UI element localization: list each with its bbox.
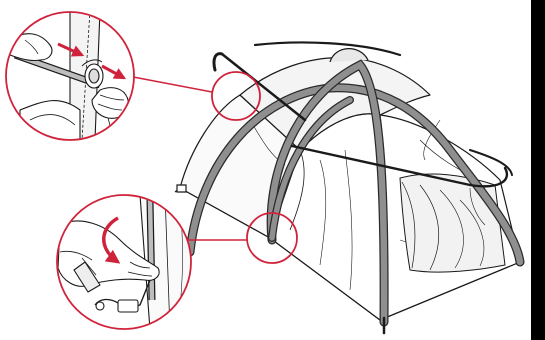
right-border: [531, 0, 545, 340]
inset-bottom: [57, 195, 195, 330]
callout-line-top: [128, 76, 212, 92]
rear-corner-ring: [177, 185, 186, 192]
tent-door: [400, 174, 505, 272]
inset-top: [6, 10, 134, 140]
